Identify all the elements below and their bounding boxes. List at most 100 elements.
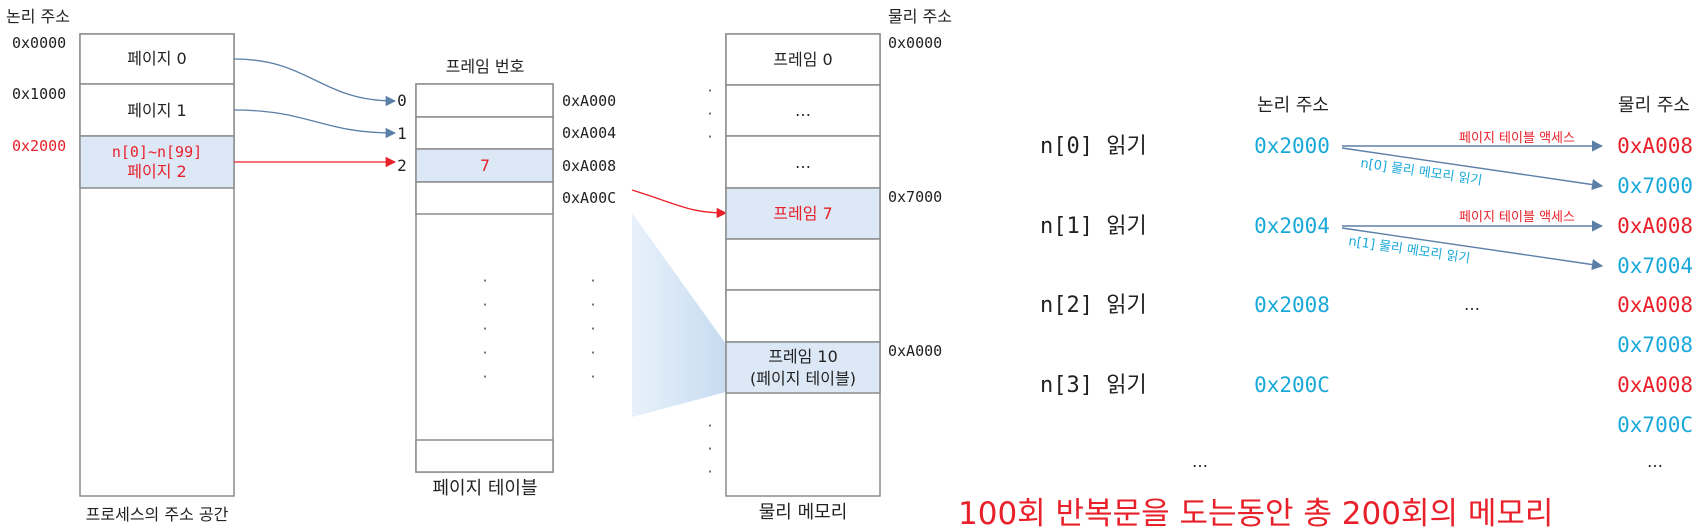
svg-text:·: · <box>483 344 488 362</box>
memory-left-dots-top: · · · <box>708 82 713 146</box>
process-address-space: 논리 주소 0x0000 0x1000 0x2000 페이지 0 페이지 1 n… <box>6 7 235 524</box>
svg-text:·: · <box>591 272 596 290</box>
row-0-mem-arrow <box>1341 147 1604 191</box>
page-1-box <box>79 83 235 137</box>
page-0-arrow <box>233 58 397 107</box>
memory-left-dots-bottom: · · · <box>708 417 713 481</box>
access-row-0-logical: 0x2000 <box>1254 134 1330 158</box>
svg-text:·: · <box>483 320 488 338</box>
logical-address-header: 논리 주소 <box>6 7 70 26</box>
physical-memory: 물리 주소 프레임 0 … … 프레임 7 프레임 10 (페이지 테이블) 0… <box>708 7 952 523</box>
frame-7-arrow <box>631 189 728 219</box>
logical-column-header: 논리 주소 <box>1257 95 1329 116</box>
page-table-zoom-wedge <box>632 213 726 417</box>
svg-text:·: · <box>708 105 713 123</box>
pt-entry-value: 7 <box>480 156 490 175</box>
physical-column-header: 물리 주소 <box>1618 95 1690 116</box>
memory-slot-2 <box>725 135 881 189</box>
memory-slot-1 <box>725 84 881 137</box>
access-row-2-phys-address: 0x7008 <box>1617 333 1693 357</box>
logical-address-0x2000: 0x2000 <box>12 137 66 155</box>
footer-summary: 100회 반복문을 도는동안 총 200회의 메모리 <box>958 496 1553 529</box>
physical-address-0xA000: 0xA000 <box>888 342 942 360</box>
pt-address-1: 0xA004 <box>562 124 616 142</box>
physical-address-header: 물리 주소 <box>888 7 952 26</box>
access-row-3-label: n[3] 읽기 <box>1040 373 1147 398</box>
pt-inner-dots: · · · · · <box>483 272 488 386</box>
svg-text:·: · <box>591 296 596 314</box>
access-row-1-pt-address: 0xA008 <box>1617 214 1693 238</box>
physical-address-0x7000: 0x7000 <box>888 188 942 206</box>
page-table-caption: 페이지 테이블 <box>432 478 537 499</box>
frame-7-label: 프레임 7 <box>773 204 832 223</box>
page-1-label: 페이지 1 <box>127 101 186 120</box>
pt-entry-0 <box>415 83 554 118</box>
pt-entry-3 <box>415 181 554 215</box>
row-1-mem-arrow <box>1341 227 1604 271</box>
process-space-caption: 프로세스의 주소 공간 <box>86 505 229 524</box>
page-0-box <box>79 33 235 85</box>
page-0-label: 페이지 0 <box>127 49 186 68</box>
memory-ellipsis-2: … <box>795 153 811 172</box>
svg-text:·: · <box>708 417 713 435</box>
frame-7-box <box>725 187 881 240</box>
pt-entry-last <box>415 439 554 473</box>
access-row-2-logical: 0x2008 <box>1254 293 1330 317</box>
svg-text:·: · <box>708 440 713 458</box>
frame-0-label: 프레임 0 <box>773 50 832 69</box>
access-row-0-label: n[0] 읽기 <box>1040 134 1147 159</box>
access-row-1-logical: 0x2004 <box>1254 214 1330 238</box>
page-1-arrow <box>233 109 397 139</box>
page-2-array-label: n[0]~n[99] <box>112 143 202 161</box>
row-1-pt-note: 페이지 테이블 액세스 <box>1459 210 1575 225</box>
pt-index-1: 1 <box>397 124 407 143</box>
physical-column-ellipsis: … <box>1647 452 1663 471</box>
physical-memory-caption: 물리 메모리 <box>759 502 848 523</box>
row-0-pt-note: 페이지 테이블 액세스 <box>1459 131 1575 146</box>
frame-0-box <box>725 33 881 86</box>
memory-slot-4 <box>725 238 881 291</box>
page-table: 프레임 번호 0 1 2 7 0xA000 0xA004 0xA008 0xA0… <box>397 57 616 499</box>
pt-entry-2 <box>415 148 554 183</box>
access-trace: 논리 주소 물리 주소 n[0] 읽기 n[1] 읽기 n[2] 읽기 n[3]… <box>958 95 1693 529</box>
pt-outer-dots: · · · · · <box>591 272 596 386</box>
svg-text:·: · <box>708 463 713 481</box>
frame-10-label: 프레임 10 <box>768 347 838 366</box>
access-row-1-label: n[1] 읽기 <box>1040 214 1147 239</box>
pt-address-0: 0xA000 <box>562 92 616 110</box>
svg-text:·: · <box>483 368 488 386</box>
svg-text:·: · <box>483 296 488 314</box>
logical-address-0x0000: 0x0000 <box>12 34 66 52</box>
pt-index-0: 0 <box>397 91 407 110</box>
access-row-0-phys-address: 0x7000 <box>1617 174 1693 198</box>
logical-address-0x1000: 0x1000 <box>12 85 66 103</box>
access-row-3-logical: 0x200C <box>1254 373 1330 397</box>
access-row-3-pt-address: 0xA008 <box>1617 373 1693 397</box>
access-row-3-phys-address: 0x700C <box>1617 413 1693 437</box>
svg-text:·: · <box>591 344 596 362</box>
svg-text:·: · <box>591 368 596 386</box>
frame-10-sublabel: (페이지 테이블) <box>750 369 856 388</box>
frame-10-box <box>725 341 881 394</box>
memory-ellipsis-1: … <box>795 101 811 120</box>
row-0-mem-note: n[0] 물리 메모리 읽기 <box>1359 156 1483 189</box>
svg-text:·: · <box>483 272 488 290</box>
svg-text:·: · <box>591 320 596 338</box>
access-row-2-label: n[2] 읽기 <box>1040 293 1147 318</box>
pt-address-2: 0xA008 <box>562 157 616 175</box>
row-1-mem-note: n[1] 물리 메모리 읽기 <box>1347 234 1471 267</box>
access-row-2-pt-address: 0xA008 <box>1617 293 1693 317</box>
frame-number-header: 프레임 번호 <box>446 57 525 76</box>
row-2-middle-ellipsis: … <box>1464 295 1480 314</box>
memory-slot-5 <box>725 289 881 343</box>
access-rows-ellipsis: … <box>1192 452 1208 471</box>
svg-text:·: · <box>708 82 713 100</box>
pt-entry-1 <box>415 116 554 150</box>
physical-address-0x0000: 0x0000 <box>888 34 942 52</box>
page-2-label: 페이지 2 <box>127 162 186 181</box>
pt-address-3: 0xA00C <box>562 189 616 207</box>
pt-index-2: 2 <box>397 156 407 175</box>
svg-text:·: · <box>708 128 713 146</box>
access-row-1-phys-address: 0x7004 <box>1617 254 1693 278</box>
